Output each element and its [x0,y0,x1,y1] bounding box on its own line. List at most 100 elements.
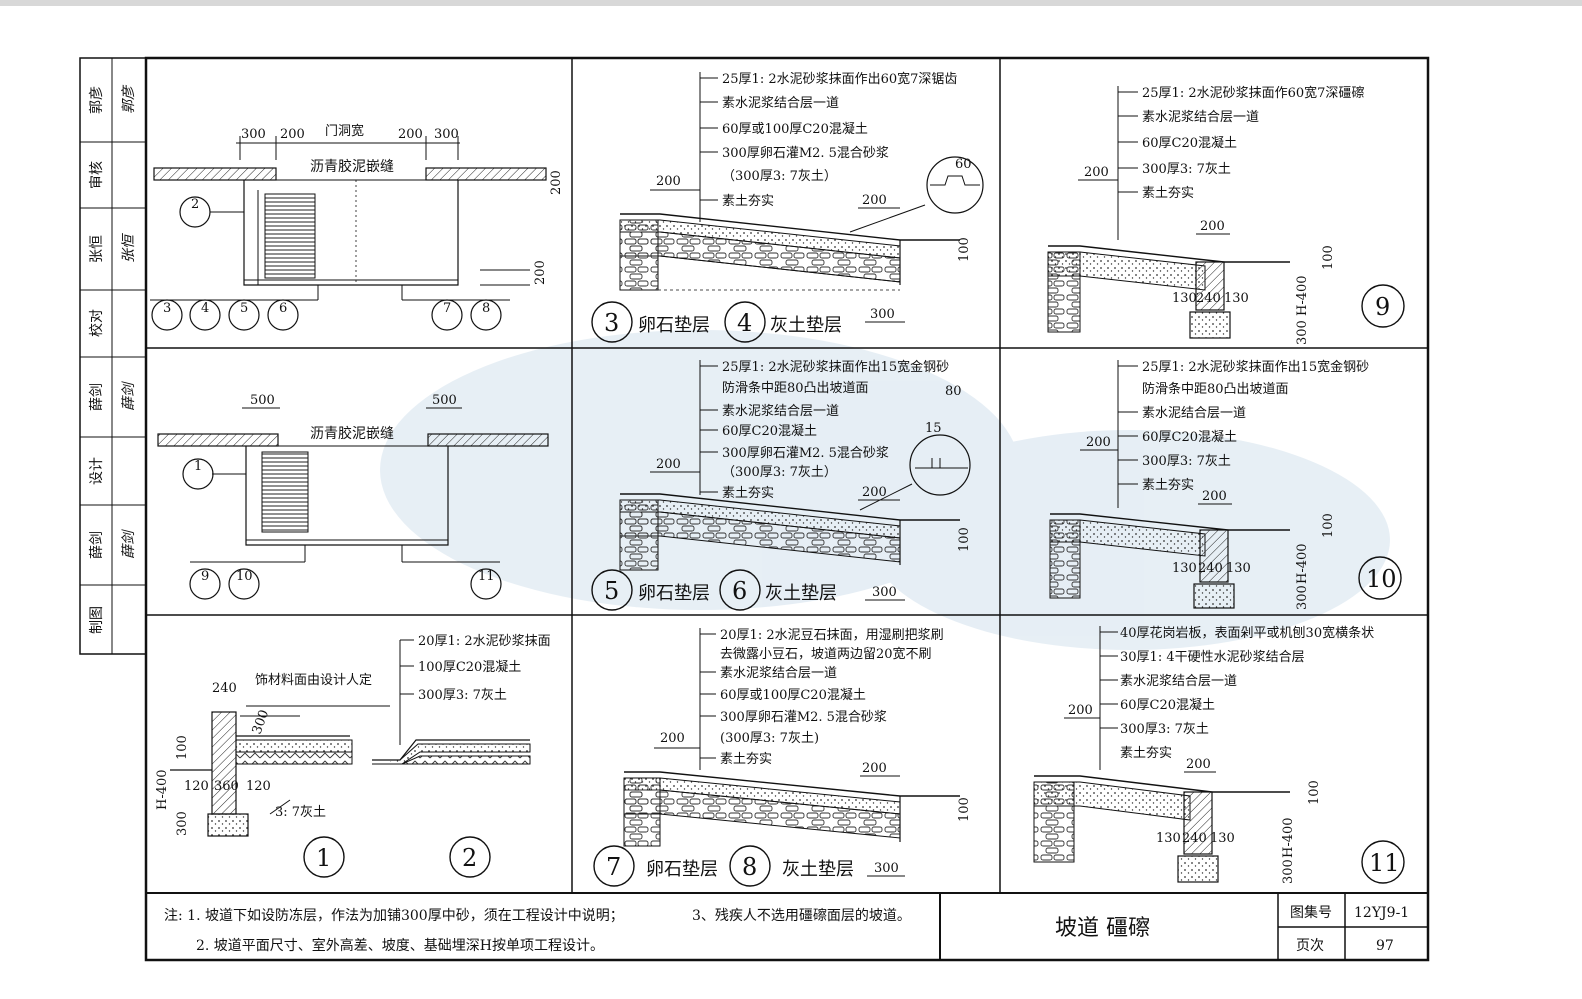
section-5-6 [591,360,971,611]
plan1-dim-200-right: 200 [398,127,423,142]
side-role-5: 设计 [89,457,105,485]
s11-dim-200-left: 200 [1068,703,1093,718]
s34-layer-6: 素土夯实 [722,194,774,209]
s56-dim-200-right: 200 [862,485,887,500]
detail12-layer-2: 100厚C20混凝土 [418,659,521,675]
s9-mark: 9 [1375,293,1390,321]
s9-dim-130-left: 130 [1172,291,1197,306]
detail12-dim-120-left: 120 [184,779,209,794]
section-3-4 [591,72,984,343]
plan2-mark-10: 10 [236,569,253,584]
s34-layer-1: 25厚1: 2水泥砂浆抹面作出60宽7深锯齿 [722,71,957,87]
s78-layer-3: 素水泥浆结合层一道 [720,666,837,681]
title-block-page-value: 97 [1376,938,1394,954]
s10-dim-240: 240 [1198,561,1223,576]
s10-dim-200-right: 200 [1202,489,1227,504]
plan1-dim-door-width: 门洞宽 [325,123,364,139]
s56-dim-300: 300 [872,585,897,600]
s56-dim-15: 15 [925,421,942,436]
s9-layer-5: 素土夯实 [1142,186,1194,201]
s78-dim-200-left: 200 [660,731,685,746]
s34-layer-4: 300厚卵石灌M2. 5混合砂浆 [722,146,889,161]
s10-layer-3: 素水泥结合层一道 [1142,406,1246,421]
side-sign-4: 薛剑 [121,381,137,411]
title-block-page-label: 页次 [1296,938,1324,954]
side-signature-block: 郭彦 郭彦 审核 张恒 张恒 校对 薛剑 薛剑 设计 薛剑 薛剑 制图 [79,57,147,655]
side-role-3: 校对 [88,309,105,337]
s56-layer-4: 60厚C20混凝土 [722,423,817,439]
plan1-dim-200-bottom: 200 [533,260,548,285]
title-block-title: 坡道 礓䃰 [1055,916,1150,941]
section-11 [1033,626,1405,884]
s56-dim-80: 80 [945,384,962,399]
s56-layer-3: 素水泥浆结合层一道 [722,404,839,419]
s10-dim-300: 300 [1295,585,1310,610]
detail12-layer-3: 300厚3: 7灰土 [418,688,507,703]
s34-caption-4-num: 4 [737,309,752,337]
detail12-dim-300: 300 [250,708,273,736]
plan1-mark-3: 3 [163,301,171,316]
section-7-8 [593,628,960,887]
detail-1-2 [170,639,531,878]
notes-line-1b: 3、残疾人不选用礓䃰面层的坡道。 [692,908,911,924]
s34-caption-3-num: 3 [604,309,619,337]
s10-layer-5: 300厚3: 7灰土 [1142,454,1231,469]
s9-layer-1: 25厚1: 2水泥砂浆抹面作60宽7深礓䃰 [1142,85,1364,101]
s10-mark: 10 [1366,565,1397,593]
detail12-dim-h400: H-400 [155,769,170,810]
s9-dim-200-right: 200 [1200,219,1225,234]
plan2-dim-500-right: 500 [432,393,457,408]
s78-layer-1: 20厚1: 2水泥豆石抹面，用湿刷把浆刷 [720,628,944,643]
title-block-atlas-value: 12YJ9-1 [1354,905,1409,921]
notes-line-2: 2. 坡道平面尺寸、室外高差、坡度、基础埋深H按单项工程设计。 [196,937,604,954]
s56-layer-6: （300厚3: 7灰土） [722,465,837,480]
side-role-4: 薛剑 [89,383,105,411]
s10-dim-130-left: 130 [1172,561,1197,576]
s11-layer-2: 30厚1: 4干硬性水泥砂浆结合层 [1120,650,1305,665]
s56-layer-7: 素土夯实 [722,486,774,501]
s34-layer-3: 60厚或100厚C20混凝土 [722,121,868,137]
side-role-6: 薛剑 [89,531,105,559]
s11-layer-6: 素土夯实 [1120,746,1172,761]
section-9 [1047,86,1405,339]
s10-layer-2: 防滑条中距80凸出坡道面 [1142,381,1289,397]
plan2-mark-1: 1 [194,459,202,474]
s78-dim-200-right: 200 [862,761,887,776]
s56-layer-1: 25厚1: 2水泥砂浆抹面作出15宽金钢砂 [722,359,949,375]
s11-layer-5: 300厚3: 7灰土 [1120,722,1209,737]
s34-dim-200-right: 200 [862,193,887,208]
s78-layer-4: 60厚或100厚C20混凝土 [720,687,866,703]
s9-layer-2: 素水泥浆结合层一道 [1142,110,1259,125]
side-sign-6: 薛剑 [121,529,137,559]
s9-layer-4: 300厚3: 7灰土 [1142,162,1231,177]
s11-layer-1: 40厚花岗岩板，表面剁平或机刨30宽横条状 [1120,625,1374,641]
s10-dim-100: 100 [1321,513,1336,538]
s9-dim-300: 300 [1295,320,1310,345]
s11-dim-100: 100 [1307,780,1322,805]
s34-caption-4: 灰土垫层 [770,315,842,336]
s56-dim-200-left: 200 [656,457,681,472]
s56-layer-5: 300厚卵石灌M2. 5混合砂浆 [722,446,889,461]
side-role-7: 制图 [89,606,105,634]
s11-dim-h400: H-400 [1281,817,1296,858]
s11-dim-300: 300 [1281,859,1296,884]
s78-caption-8: 灰土垫层 [782,859,854,880]
scan-top-edge [0,0,1582,6]
plan1-dim-200-top: 200 [549,170,564,195]
detail12-fill-label: 3: 7灰土 [275,805,326,820]
detail12-dim-100: 100 [175,735,190,760]
side-role-0: 郭彦 [88,86,105,114]
s10-dim-h400: H-400 [1295,543,1310,584]
plan1-joint-label: 沥青胶泥嵌缝 [310,158,394,175]
s78-caption-7: 卵石垫层 [646,859,718,880]
s78-caption-7-num: 7 [606,853,621,881]
s56-caption-6-num: 6 [732,577,747,605]
plan1-mark-4: 4 [201,301,209,316]
s9-dim-200-left: 200 [1084,165,1109,180]
plan1-dim-200-left: 200 [280,127,305,142]
detail12-dim-240: 240 [212,681,237,696]
s10-layer-1: 25厚1: 2水泥砂浆抹面作出15宽金钢砂 [1142,359,1369,375]
plan1-mark-7: 7 [443,301,451,316]
s56-caption-6: 灰土垫层 [765,583,837,604]
